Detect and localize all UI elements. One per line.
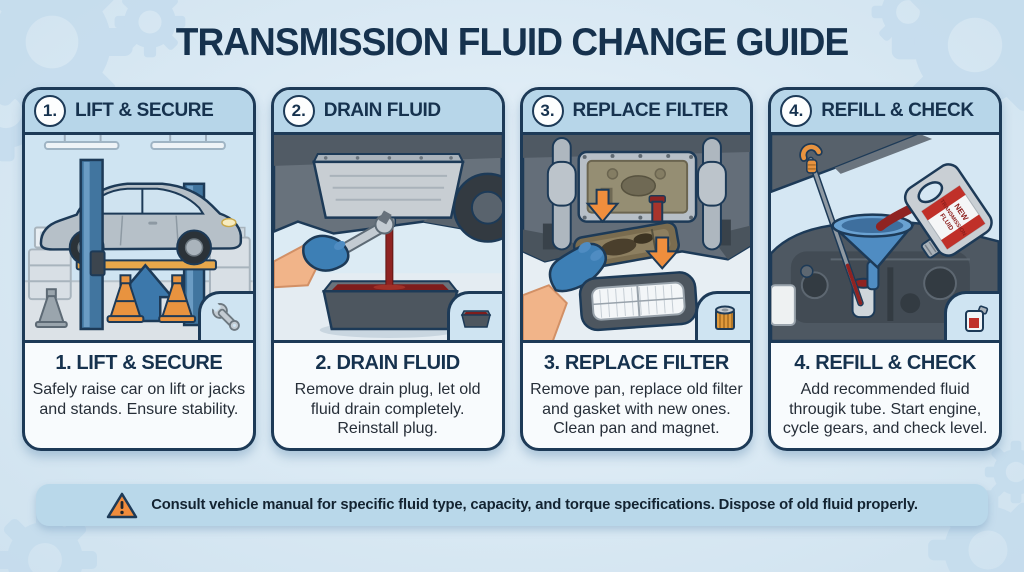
corner-badge [695, 291, 751, 340]
panel-header-label: REPLACE FILTER [572, 100, 729, 121]
oil-filter-icon [714, 305, 735, 330]
panel-header-label: DRAIN FLUID [323, 100, 441, 121]
refill-check-illustration: NEW TRANSMISSION FLUID [771, 135, 999, 343]
jack-stand [106, 274, 145, 324]
step-panel-drain-fluid: 2. DRAIN FLUID [270, 87, 505, 451]
corner-badge [446, 291, 502, 340]
step-number-badge: 1. [34, 95, 66, 127]
step-description: Safely raise car on lift or jacks and st… [32, 381, 246, 418]
dipstick [799, 142, 864, 307]
step-heading: 4. REFILL & CHECK [794, 352, 976, 374]
drain-fluid-illustration [273, 135, 502, 343]
panel-header: 4. REFILL & CHECK [771, 90, 999, 135]
step-heading: 1. LIFT & SECURE [55, 352, 223, 374]
fluid-jug-icon [964, 304, 988, 332]
step-heading: 2. DRAIN FLUID [315, 352, 460, 374]
panel-caption: 4. REFILL & CHECK Add recommended fluid … [771, 343, 999, 448]
mechanic-arm [522, 284, 568, 340]
replace-filter-illustration [522, 135, 751, 343]
corner-badge [944, 291, 999, 340]
panel-header-label: LIFT & SECURE [75, 100, 214, 121]
warning-text: Consult vehicle manual for specific flui… [151, 497, 918, 513]
step-panel-refill-check: 4. REFILL & CHECK [768, 87, 1002, 451]
panel-header: 2. DRAIN FLUID [273, 90, 502, 135]
step-panel-lift-secure: 1. LIFT & SECURE [22, 87, 256, 451]
panel-header: 3. REPLACE FILTER [522, 90, 751, 135]
panel-header: 1. LIFT & SECURE [25, 90, 253, 135]
down-arrow-icon [585, 188, 620, 224]
warning-banner: Consult vehicle manual for specific flui… [36, 484, 988, 526]
step-panel-replace-filter: 3. REPLACE FILTER [519, 87, 754, 451]
page-title: TRANSMISSION FLUID CHANGE GUIDE [175, 21, 849, 64]
steps-row: 1. LIFT & SECURE [22, 87, 1002, 451]
drain-pan-icon [460, 309, 492, 328]
panel-caption: 1. LIFT & SECURE Safely raise car on lif… [25, 343, 253, 448]
wrench-icon [210, 300, 241, 331]
step-description: Add recommended fluid througik tube. Sta… [782, 381, 988, 438]
down-arrow-icon [644, 236, 679, 270]
warning-triangle-icon [106, 492, 138, 518]
step-description: Remove pan, replace old filter and gaske… [530, 381, 743, 438]
fluid-stream [385, 225, 394, 289]
panel-caption: 3. REPLACE FILTER Remove pan, replace ol… [523, 343, 751, 448]
step-number-badge: 2. [282, 95, 315, 127]
step-heading: 3. REPLACE FILTER [543, 352, 729, 374]
jack-stand [158, 274, 197, 324]
panel-header-label: REFILL & CHECK [821, 100, 974, 121]
corner-badge [197, 291, 253, 340]
floor-jack [34, 288, 68, 329]
new-filter [578, 271, 698, 332]
fluid-jug: NEW TRANSMISSION FLUID [904, 163, 994, 259]
step-number-badge: 4. [780, 95, 813, 127]
lift-secure-illustration [25, 135, 253, 343]
step-description: Remove drain plug, let old fluid drain c… [294, 381, 481, 438]
step-number-badge: 3. [531, 95, 564, 127]
panel-caption: 2. DRAIN FLUID Remove drain plug, let ol… [274, 343, 502, 448]
